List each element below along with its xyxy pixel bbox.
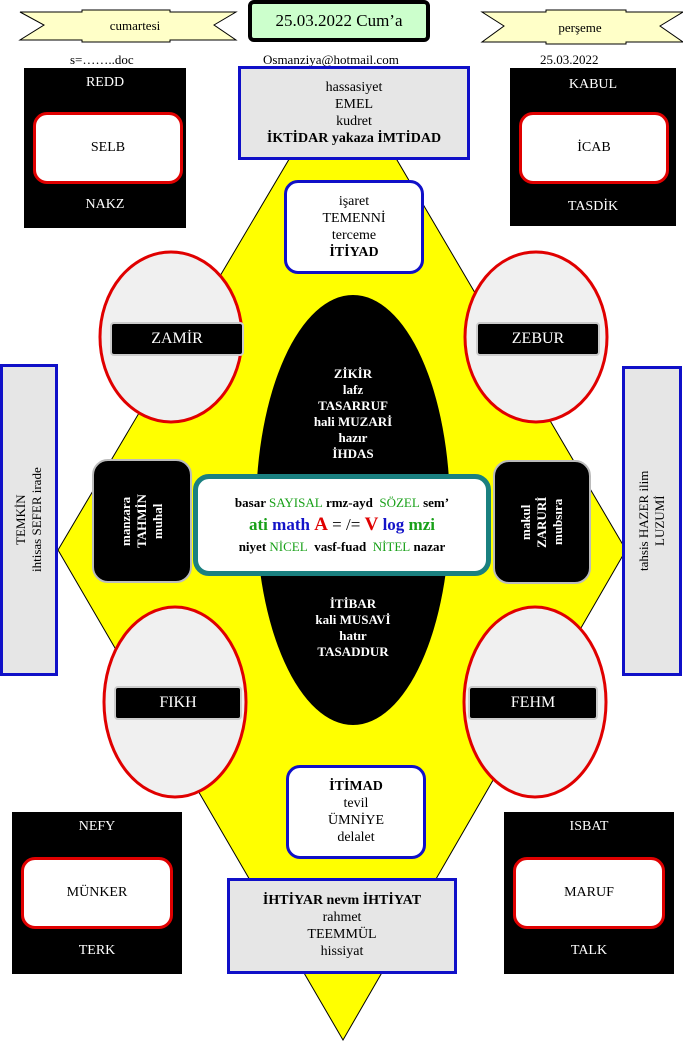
top-left-box-inner: SELB xyxy=(33,112,183,184)
lower-mid-box: İTİMAD tevil ÜMNİYE delalet xyxy=(286,765,426,859)
top-left-box: REDD SELB NAKZ xyxy=(24,68,186,228)
top-center-line-4: İKTİDAR yakaza İMTİDAD xyxy=(266,131,442,146)
upper-mid-line-4: İTİYAD xyxy=(329,245,379,260)
ellipse-top-line-1: ZİKİR xyxy=(333,366,373,381)
left-side-box: TEMKİN ihtisas SEFER irade xyxy=(0,364,58,676)
upper-mid-line-3: terceme xyxy=(331,228,377,243)
top-left-box-bottom: NAKZ xyxy=(85,197,125,212)
right-black-text: makul ZARURİ mubsıra xyxy=(495,462,589,582)
c-nicel: NİCEL xyxy=(269,539,308,554)
date-title: 25.03.2022 Cum’a xyxy=(248,0,430,42)
right-side-line-2: LUZUMİ xyxy=(652,495,667,547)
bottom-center-line-3: TEEMMÜL xyxy=(307,927,377,942)
top-right-box-top: KABUL xyxy=(568,77,618,92)
bottom-left-box-inner: MÜNKER xyxy=(21,857,173,929)
ellipse-bottom-line-4: TASADDUR xyxy=(317,644,389,659)
top-center-line-3: kudret xyxy=(336,114,372,129)
bottom-center-box: İHTİYAR nevm İHTİYAT rahmet TEEMMÜL hiss… xyxy=(227,878,457,974)
right-side-text: tahsis HAZER ilim LUZUMİ xyxy=(625,369,679,673)
top-right-box-inner: İCAB xyxy=(519,112,669,184)
left-sub-text: s=……..doc xyxy=(70,52,134,67)
ellipse-bottom-line-1: İTİBAR xyxy=(329,596,377,611)
top-right-box: KABUL İCAB TASDİK xyxy=(510,68,676,226)
left-black-line-3: muhal xyxy=(150,503,165,539)
c-v: V xyxy=(364,514,379,535)
c-nazar: nazar xyxy=(413,539,446,554)
ellipse-top-text: ZİKİR lafz TASARRUF hali MUZARİ hazır İH… xyxy=(283,366,423,462)
bottom-left-box-top: NEFY xyxy=(78,819,116,834)
left-ribbon xyxy=(18,9,238,43)
center-row-2: ati math A = /= V log mzi xyxy=(249,515,435,535)
right-banner-label: perşeme xyxy=(558,20,602,35)
c-log: log xyxy=(382,515,405,534)
email-text: Osmanziya@hotmail.com xyxy=(263,52,399,67)
right-date-text: 25.03.2022 xyxy=(540,52,599,67)
circle-label-fikh: FIKH xyxy=(114,686,242,720)
c-a: A xyxy=(314,514,328,535)
c-sayisal: SAYISAL xyxy=(268,495,323,510)
upper-mid-line-1: işaret xyxy=(338,194,370,209)
c-niyet: niyet xyxy=(238,539,267,554)
ellipse-bottom-text: İTİBAR kali MUSAVİ hatır TASADDUR xyxy=(283,596,423,660)
top-left-box-top: REDD xyxy=(85,75,125,90)
top-center-box: hassasiyet EMEL kudret İKTİDAR yakaza İM… xyxy=(238,66,470,160)
left-black-line-1: manzara xyxy=(118,496,133,546)
bottom-right-box: ISBAT MARUF TALK xyxy=(504,812,674,974)
left-side-text: TEMKİN ihtisas SEFER irade xyxy=(3,367,55,673)
bottom-center-line-2: rahmet xyxy=(322,910,362,925)
right-side-box: tahsis HAZER ilim LUZUMİ xyxy=(622,366,682,676)
c-nitel: NİTEL xyxy=(372,539,411,554)
c-vasf: vasf-fuad xyxy=(314,539,367,554)
lower-mid-line-2: tevil xyxy=(343,796,369,811)
left-black-text: manzara TAHMİN muhal xyxy=(94,461,190,581)
left-banner-label: cumartesi xyxy=(109,18,161,33)
bottom-right-box-bottom: TALK xyxy=(570,943,608,958)
center-row-3: niyet NİCEL vasf-fuad NİTEL nazar xyxy=(239,539,446,555)
right-black-box: makul ZARURİ mubsıra xyxy=(493,460,591,584)
c-math: math xyxy=(272,515,310,534)
bottom-center-line-4: hissiyat xyxy=(320,944,364,959)
right-black-line-1: makul xyxy=(518,504,533,540)
ellipse-top-line-2: lafz xyxy=(342,382,364,397)
ellipse-top-line-6: İHDAS xyxy=(332,446,374,461)
right-ribbon xyxy=(480,9,683,45)
c-sozel: SÖZEL xyxy=(379,495,420,510)
lower-mid-line-1: İTİMAD xyxy=(329,779,383,794)
upper-mid-line-2: TEMENNİ xyxy=(322,211,386,226)
left-side-line-1: TEMKİN xyxy=(13,494,28,546)
top-center-line-2: EMEL xyxy=(334,97,374,112)
lower-mid-line-4: delalet xyxy=(337,830,375,845)
right-black-line-3: mubsıra xyxy=(550,498,565,546)
center-formula-box: basar SAYISAL rmz-ayd SÖZEL sem’ ati mat… xyxy=(193,474,491,576)
ellipse-bottom-line-3: hatır xyxy=(339,628,367,643)
center-row-1: basar SAYISAL rmz-ayd SÖZEL sem’ xyxy=(235,495,449,511)
c-mzi: mzi xyxy=(408,515,435,534)
bottom-right-box-top: ISBAT xyxy=(569,819,609,834)
upper-mid-box: işaret TEMENNİ terceme İTİYAD xyxy=(284,180,424,274)
c-basar: basar xyxy=(234,495,266,510)
ellipse-top-line-4: hali MUZARİ xyxy=(313,414,393,429)
c-sem: sem’ xyxy=(423,495,450,510)
c-ati: ati xyxy=(249,515,268,534)
bottom-left-box: NEFY MÜNKER TERK xyxy=(12,812,182,974)
circle-label-zebur: ZEBUR xyxy=(476,322,600,356)
c-rmz: rmz-ayd xyxy=(325,495,373,510)
bottom-left-box-bottom: TERK xyxy=(78,943,116,958)
c-eq: = /= xyxy=(332,515,361,534)
ellipse-top-line-5: hazır xyxy=(338,430,368,445)
bottom-right-box-inner: MARUF xyxy=(513,857,665,929)
left-black-box: manzara TAHMİN muhal xyxy=(92,459,192,583)
ellipse-bottom-line-2: kali MUSAVİ xyxy=(315,612,391,627)
circle-label-zamir: ZAMİR xyxy=(110,322,244,356)
circle-label-fehm: FEHM xyxy=(468,686,598,720)
left-side-line-2: ihtisas SEFER irade xyxy=(29,467,44,573)
top-center-line-1: hassasiyet xyxy=(325,80,383,95)
lower-mid-line-3: ÜMNİYE xyxy=(328,813,384,828)
right-black-line-2: ZARURİ xyxy=(534,496,549,548)
left-black-line-2: TAHMİN xyxy=(134,494,149,548)
bottom-center-line-1: İHTİYAR nevm İHTİYAT xyxy=(262,893,422,908)
right-side-line-1: tahsis HAZER ilim xyxy=(636,470,651,572)
top-right-box-bottom: TASDİK xyxy=(567,199,619,214)
ellipse-top-line-3: TASARRUF xyxy=(318,398,388,413)
